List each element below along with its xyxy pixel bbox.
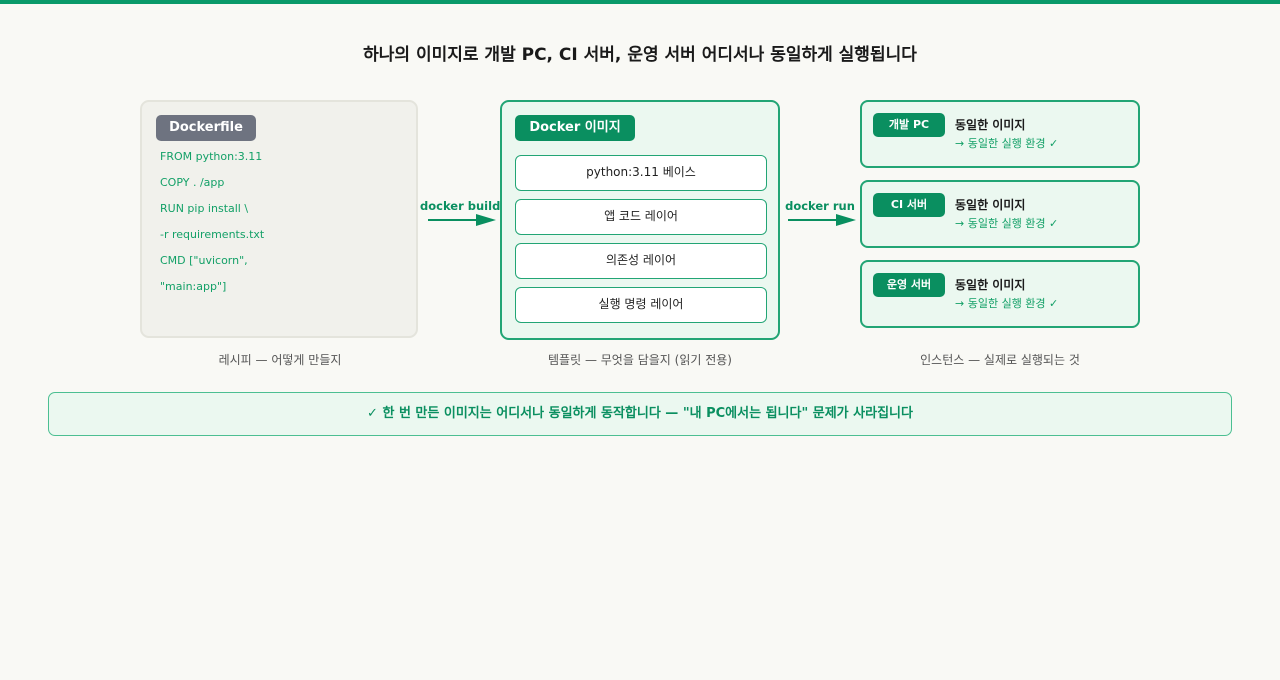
instances-caption: 인스턴스 — 실제로 실행되는 것	[920, 353, 1080, 367]
instance-subtitle: → 동일한 실행 환경 ✓	[955, 217, 1059, 230]
dockerfile-line: "main:app"]	[160, 280, 227, 293]
docker-image-chip: Docker 이미지	[515, 115, 635, 141]
image-layer: 실행 명령 레이어	[515, 287, 767, 323]
instance-card-prod-server: 운영 서버 동일한 이미지 → 동일한 실행 환경 ✓	[860, 260, 1140, 328]
dockerfile-line: FROM python:3.11	[160, 150, 263, 163]
docker-image-card: Docker 이미지 python:3.11 베이스 앱 코드 레이어 의존성 …	[500, 100, 780, 340]
image-layer: 앱 코드 레이어	[515, 199, 767, 235]
dockerfile-line: COPY . /app	[160, 176, 225, 189]
instance-chip: 운영 서버	[873, 273, 945, 297]
diagram-title: 하나의 이미지로 개발 PC, CI 서버, 운영 서버 어디서나 동일하게 실…	[363, 45, 917, 65]
instance-title: 동일한 이미지	[955, 198, 1026, 212]
dockerfile-card: Dockerfile FROM python:3.11 COPY . /app …	[140, 100, 418, 338]
instance-chip: 개발 PC	[873, 113, 945, 137]
dockerfile-line: CMD ["uvicorn",	[160, 254, 248, 267]
docker-run-label: docker run	[785, 199, 855, 213]
image-layer: 의존성 레이어	[515, 243, 767, 279]
docker-build-label: docker build	[420, 199, 501, 213]
dockerfile-chip: Dockerfile	[156, 115, 256, 141]
instance-subtitle: → 동일한 실행 환경 ✓	[955, 297, 1059, 310]
instance-title: 동일한 이미지	[955, 118, 1026, 132]
recipe-caption: 레시피 — 어떻게 만들지	[218, 353, 342, 367]
image-layer: python:3.11 베이스	[515, 155, 767, 191]
instance-title: 동일한 이미지	[955, 278, 1026, 292]
instance-card-ci-server: CI 서버 동일한 이미지 → 동일한 실행 환경 ✓	[860, 180, 1140, 248]
summary-banner: ✓ 한 번 만든 이미지는 어디서나 동일하게 동작합니다 — "내 PC에서는…	[48, 392, 1232, 436]
instance-card-dev-pc: 개발 PC 동일한 이미지 → 동일한 실행 환경 ✓	[860, 100, 1140, 168]
docker-build-arrow	[428, 214, 496, 226]
dockerfile-line: -r requirements.txt	[160, 228, 265, 241]
instance-chip: CI 서버	[873, 193, 945, 217]
top-accent-bar	[0, 0, 1280, 4]
dockerfile-line: RUN pip install \	[160, 202, 249, 215]
instance-subtitle: → 동일한 실행 환경 ✓	[955, 137, 1059, 150]
docker-run-arrow	[788, 214, 856, 226]
image-caption: 템플릿 — 무엇을 담을지 (읽기 전용)	[548, 353, 732, 367]
